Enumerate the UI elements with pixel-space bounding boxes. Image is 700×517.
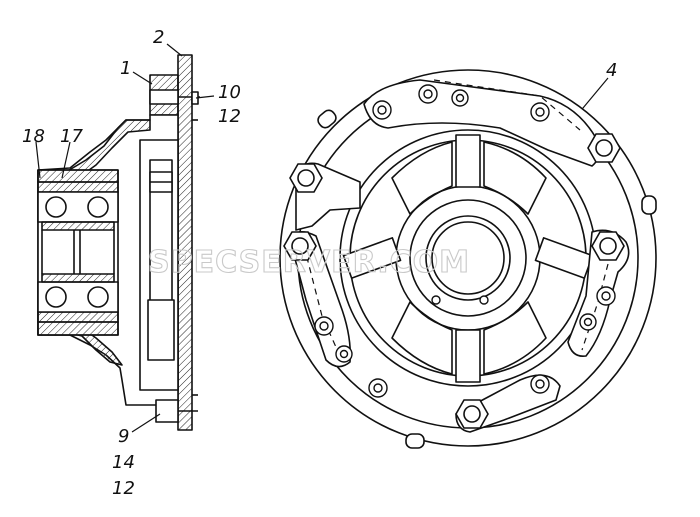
screw-5 [314, 316, 334, 336]
leader-2 [166, 43, 183, 57]
spoke-left [342, 237, 402, 279]
screw-3 [451, 89, 469, 107]
dashed-outlines [303, 79, 609, 357]
callout-4: 4 [606, 60, 617, 81]
ball-lower-right [87, 286, 109, 308]
window-top-right [483, 141, 547, 215]
callout-18: 18 [22, 126, 45, 147]
screw-1 [372, 100, 392, 120]
flange-plate [177, 54, 193, 431]
dash-top [433, 79, 581, 131]
screw-6 [335, 345, 353, 363]
bolt-top-right [587, 133, 621, 163]
small-screws [314, 84, 616, 398]
screw-12 [479, 295, 489, 305]
screw-2 [418, 84, 438, 104]
window-top-left [391, 141, 453, 215]
callout-10: 10 [218, 82, 241, 103]
window-bottom-right [483, 301, 547, 375]
screw-9 [579, 313, 597, 331]
leader-18 [35, 141, 41, 179]
screw-7 [368, 378, 388, 398]
lower-block [147, 299, 175, 361]
screw-10 [530, 374, 550, 394]
bolt-left [289, 163, 323, 193]
screw-4 [530, 102, 550, 122]
leader-1 [132, 71, 153, 85]
callout-2: 2 [153, 27, 164, 48]
bolt-right [591, 231, 625, 261]
outer-disk [279, 69, 657, 447]
ball-lower-left [45, 286, 67, 308]
callout-12-top: 12 [218, 106, 241, 127]
notch-right [641, 195, 657, 215]
bore [425, 215, 511, 301]
dash-left [303, 245, 341, 357]
bolt-10-head [149, 89, 179, 105]
callouts: 2 1 10 12 18 17 4 9 14 12 [22, 27, 617, 499]
inner-race-lower [41, 273, 115, 283]
callout-12-bottom: 12 [112, 478, 135, 499]
outer-ring-bottom [37, 311, 119, 323]
window-bottom-left [391, 301, 453, 375]
bolt-bottom [455, 399, 489, 429]
bore-chamfer [431, 221, 505, 295]
watermark: SPECSERVER.COM [148, 245, 470, 280]
bolt-left-lower [283, 231, 317, 261]
ball-upper-right [87, 196, 109, 218]
ball-upper-left [45, 196, 67, 218]
screw-8 [596, 286, 616, 306]
notch-bottom-left [405, 433, 425, 449]
screw-11 [431, 295, 441, 305]
bore-sleeve-bottom [37, 321, 119, 336]
outer-ring-17 [37, 181, 119, 193]
large-bolts [283, 133, 625, 429]
bore-sleeve-top [37, 169, 119, 183]
hub-inner [409, 199, 527, 317]
leader-17 [61, 141, 71, 179]
callout-14: 14 [112, 452, 135, 473]
inner-race-upper [41, 221, 115, 231]
notch-top-left [317, 109, 337, 129]
callout-17: 17 [60, 126, 83, 147]
callout-9: 9 [118, 426, 129, 447]
spoke-bottom [455, 329, 481, 383]
leader-9 [131, 413, 161, 433]
dash-right [581, 263, 609, 351]
callout-1: 1 [120, 58, 131, 79]
bolt-9-head [155, 399, 179, 423]
leader-10 [195, 95, 215, 99]
spoke-top [455, 134, 481, 188]
section-view [37, 54, 200, 431]
